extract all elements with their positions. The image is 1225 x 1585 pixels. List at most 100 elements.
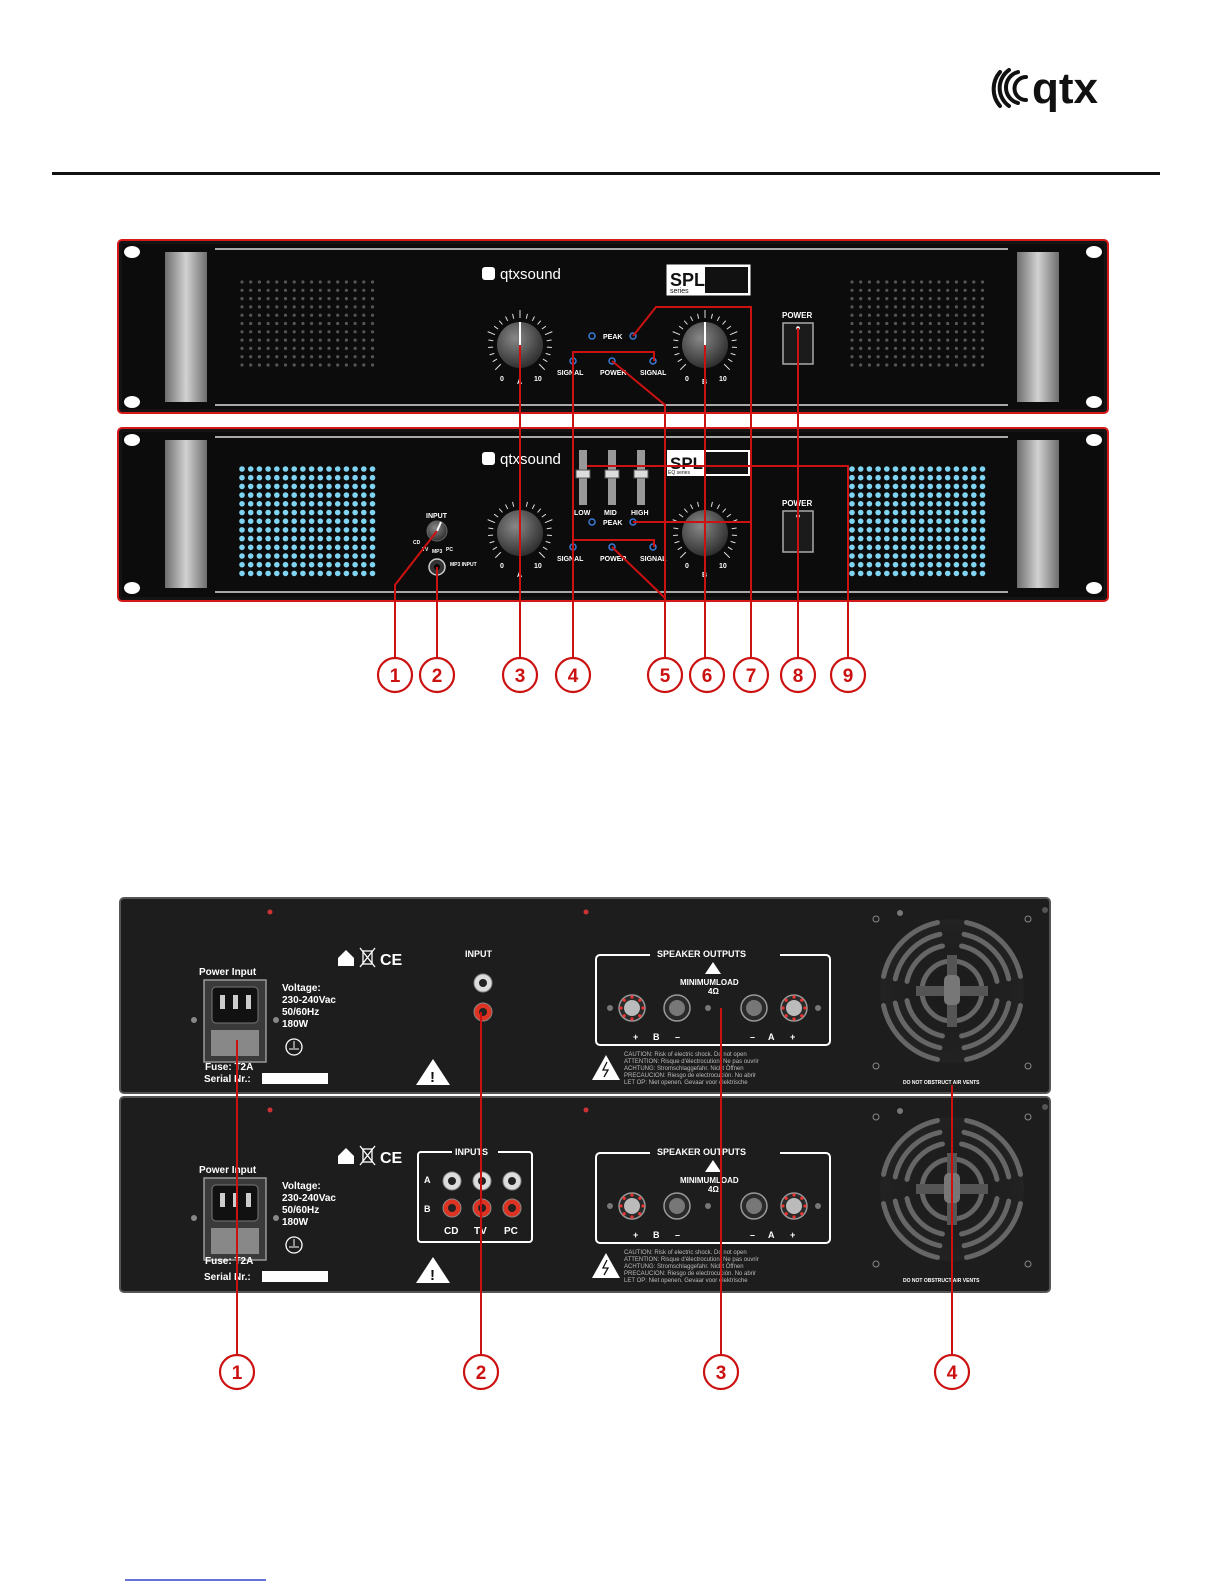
rack-ear-hole [1086, 246, 1102, 258]
series-badge: SPL [670, 454, 703, 473]
svg-text:A: A [768, 1230, 775, 1240]
fuse-holder[interactable] [211, 1228, 259, 1254]
knob-min-label: 0 [685, 376, 689, 383]
svg-text:4: 4 [568, 666, 579, 687]
brand-logo: qtxsound [500, 266, 561, 283]
series-badge: SPL [670, 270, 705, 290]
svg-text:Voltage:: Voltage: [282, 983, 321, 994]
eq-slider-mid[interactable] [604, 450, 620, 505]
svg-text:3: 3 [515, 666, 526, 687]
peak-led-a [588, 332, 596, 340]
selector-pc: PC [446, 547, 453, 553]
knob-min-label: 0 [500, 563, 504, 570]
rack-ear-hole [124, 582, 140, 594]
rack-ear-hole [124, 246, 140, 258]
voltage-block: Voltage: 230-240Vac 50/60Hz 180W [282, 983, 336, 1030]
logo-text: qtx [1032, 64, 1099, 113]
eq-mid-label: MID [604, 510, 617, 517]
callout-3: 3 [702, 1353, 740, 1391]
svg-text:8: 8 [793, 666, 804, 687]
signal-label-b: SIGNAL [640, 556, 667, 563]
svg-text:LET OP: Niet openen. Gevaar vo: LET OP: Niet openen. Gevaar voor elektri… [624, 1278, 748, 1284]
fan-note: DO NOT OBSTRUCT AIR VENTS [903, 1278, 980, 1284]
brand-icon [482, 267, 495, 280]
knob-max-label: 10 [719, 376, 727, 383]
rca-input-top[interactable] [473, 973, 493, 993]
polarity-labels: + B – – A + [633, 1032, 795, 1042]
callout-4: 4 [933, 1353, 971, 1391]
ohms-label: 4Ω [708, 987, 719, 996]
row-a-label: A [424, 1175, 431, 1185]
brand-logo: qtxsound [500, 451, 561, 468]
ce-mark: CE [380, 952, 403, 969]
eq-slider-high[interactable] [633, 450, 649, 505]
front-callout-leaders [394, 306, 849, 658]
callout-1: 1 [376, 656, 414, 694]
peak-label: PEAK [603, 520, 622, 527]
rack-ear-hole [1086, 582, 1102, 594]
svg-text:Voltage:: Voltage: [282, 1181, 321, 1192]
power-led-label: POWER [600, 370, 626, 377]
svg-text:ATTENTION: Risque d'électrocut: ATTENTION: Risque d'électrocution. Ne pa… [624, 1257, 759, 1263]
selector-cd: CD [413, 540, 421, 546]
cooling-fan-grille [872, 910, 1032, 1070]
svg-text:!: ! [430, 1069, 435, 1086]
rack-ear-hole [124, 434, 140, 446]
callout-6: 6 [688, 656, 726, 694]
rack-handle-left [165, 440, 207, 588]
svg-text:1: 1 [232, 1363, 243, 1384]
callout-2: 2 [418, 656, 456, 694]
ground-icon [285, 1038, 303, 1056]
svg-text:!: ! [430, 1267, 435, 1284]
shock-warning-icon [592, 1055, 620, 1080]
qtx-logo: qtx [991, 64, 1099, 113]
indoor-use-icon [338, 1148, 354, 1164]
callout-7: 7 [732, 656, 770, 694]
vent-grille-right-lit [849, 466, 986, 577]
inputs-col-cd: CD [444, 1226, 458, 1237]
svg-text:+: + [633, 1032, 638, 1042]
svg-text:50/60Hz: 50/60Hz [282, 1205, 319, 1216]
svg-text:5: 5 [660, 666, 671, 687]
input-label: INPUT [465, 949, 493, 959]
knob-max-label: 10 [719, 563, 727, 570]
rack-ear-hole [124, 396, 140, 408]
voltage-block: Voltage: 230-240Vac 50/60Hz 180W [282, 1181, 336, 1228]
qtx-wave-icon [991, 68, 1028, 108]
fuse-holder[interactable] [211, 1030, 259, 1056]
input-selector-label: INPUT [426, 513, 448, 520]
knob-max-label: 10 [534, 563, 542, 570]
row-b-label: B [424, 1204, 431, 1214]
serial-field [262, 1073, 328, 1084]
rca-input-bottom[interactable] [473, 1002, 493, 1022]
inputs-col-pc: PC [504, 1226, 518, 1237]
eq-slider-low[interactable] [575, 450, 591, 505]
svg-text:–: – [750, 1032, 755, 1042]
svg-text:CAUTION: Risk of electric shoc: CAUTION: Risk of electric shock. Do not … [624, 1250, 747, 1256]
speaker-outputs-label: SPEAKER OUTPUTS [657, 949, 746, 959]
peak-label: PEAK [603, 334, 622, 341]
svg-text:–: – [750, 1230, 755, 1240]
eq-high-label: HIGH [631, 510, 649, 517]
svg-text:CAUTION: Risk of electric shoc: CAUTION: Risk of electric shock. Do not … [624, 1052, 747, 1058]
knob-min-label: 0 [685, 563, 689, 570]
svg-text:–: – [675, 1230, 680, 1240]
svg-text:230-240Vac: 230-240Vac [282, 1193, 336, 1204]
rack-ear-hole [1086, 434, 1102, 446]
min-load-label: MINIMUMLOAD [680, 978, 739, 987]
vent-grille-left [240, 280, 375, 367]
callout-8: 8 [779, 656, 817, 694]
svg-text:9: 9 [843, 666, 854, 687]
min-load-label: MINIMUMLOAD [680, 1176, 739, 1185]
callout-1: 1 [218, 1353, 256, 1391]
warning-text: CAUTION: Risk of electric shock. Do not … [624, 1052, 759, 1086]
signal-label-a: SIGNAL [557, 556, 584, 563]
ground-icon [285, 1236, 303, 1254]
svg-text:PRECAUCION: Riesgo de electroc: PRECAUCION: Riesgo de electrocución. No … [624, 1073, 756, 1079]
power-switch-label: POWER [782, 311, 812, 320]
rear-callout-leaders [236, 1008, 953, 1355]
callout-4: 4 [554, 656, 592, 694]
ohms-label: 4Ω [708, 1185, 719, 1194]
svg-text:180W: 180W [282, 1019, 309, 1030]
